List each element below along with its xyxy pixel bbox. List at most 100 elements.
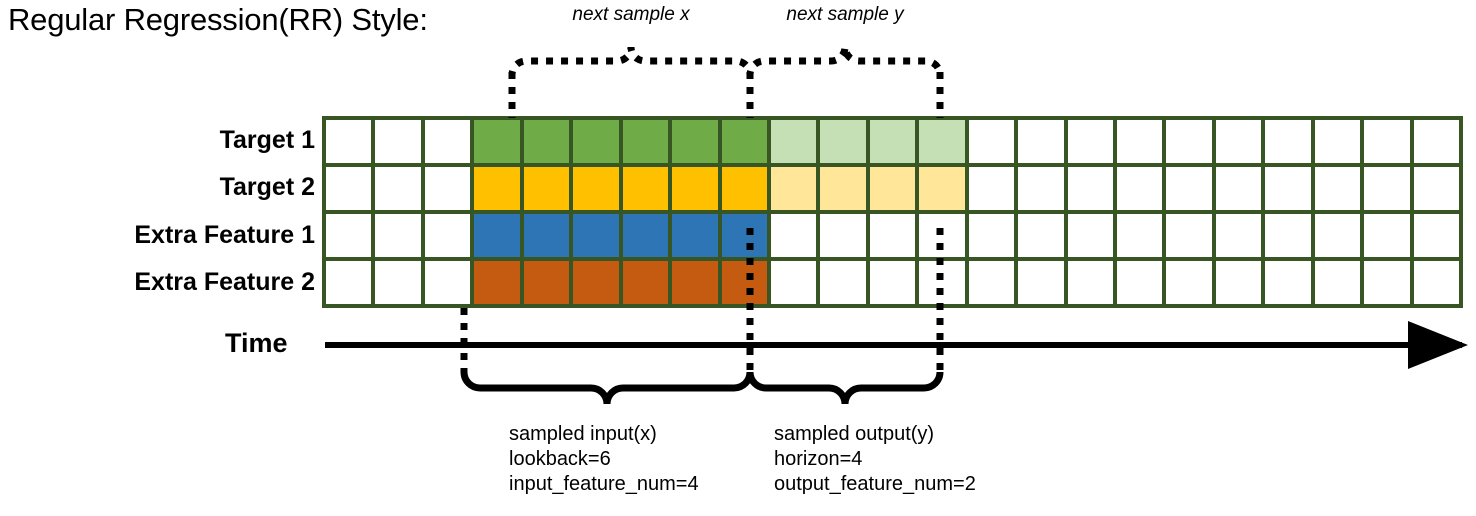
grid-row-target-2 (326, 167, 1460, 210)
grid-cell-target-2-t6-input (573, 167, 619, 210)
grid-cell-extra-feature-2-t19-blank (1215, 261, 1262, 304)
grid-cell-target-2-t9-input (721, 167, 767, 210)
grid-cell-target-2-t11-output (820, 167, 866, 210)
row-label-target-1: Target 1 (219, 126, 315, 154)
grid-cell-target-2-t3-blank (424, 167, 471, 210)
grid-cell-extra-feature-1-t2-blank (375, 214, 421, 257)
grid-cell-extra-feature-1-t21-blank (1314, 214, 1361, 257)
grid-cell-extra-feature-2-t20-blank (1265, 261, 1311, 304)
grid-cell-extra-feature-1-t20-blank (1265, 214, 1311, 257)
grid-cell-extra-feature-2-t1-blank (326, 261, 372, 304)
brace-top-next-sample-y (746, 46, 944, 76)
row-label-extra-feature-2: Extra Feature 2 (134, 268, 315, 296)
grid-cell-target-1-t19-blank (1215, 120, 1262, 163)
page-title: Regular Regression(RR) Style: (8, 2, 428, 37)
grid-cell-extra-feature-1-t17-blank (1117, 214, 1163, 257)
grid-cell-target-2-t1-blank (326, 167, 372, 210)
grid-cell-extra-feature-1-t14-blank (968, 214, 1015, 257)
grid-cell-target-1-t14-blank (968, 120, 1015, 163)
grid-cell-extra-feature-2-t23-blank (1413, 261, 1460, 304)
grid-cell-target-1-t15-blank (1018, 120, 1064, 163)
grid-cell-target-1-t9-input (721, 120, 767, 163)
grid-cell-target-1-t13-output (919, 120, 965, 163)
grid-cell-extra-feature-1-t13-blank (919, 214, 965, 257)
grid-cell-extra-feature-2-t15-blank (1018, 261, 1064, 304)
brace-top-next-sample-x (508, 46, 754, 76)
grid-cell-target-2-t7-input (622, 167, 669, 210)
grid-cell-extra-feature-2-t10-blank (770, 261, 817, 304)
brace-bottom-sampled-output (746, 371, 944, 405)
sampled-input-lookback: lookback=6 (509, 448, 611, 470)
sampled-output-title: sampled output(y) (774, 423, 935, 445)
grid-cell-extra-feature-2-t7-input (622, 261, 669, 304)
grid-row-extra-feature-2 (326, 261, 1460, 304)
grid-cell-extra-feature-2-t14-blank (968, 261, 1015, 304)
grid-cell-extra-feature-1-t5-input (523, 214, 570, 257)
grid-cell-target-2-t21-blank (1314, 167, 1361, 210)
grid-cell-extra-feature-1-t7-input (622, 214, 669, 257)
grid-cell-extra-feature-2-t11-blank (820, 261, 866, 304)
grid-cell-target-2-t8-input (672, 167, 718, 210)
grid-cell-target-2-t5-input (523, 167, 570, 210)
annotation-next-sample-x: next sample x (572, 4, 690, 25)
grid-cell-extra-feature-1-t16-blank (1067, 214, 1113, 257)
sampled-output-horizon: horizon=4 (774, 448, 863, 470)
sampled-output-feature-num: output_feature_num=2 (774, 473, 976, 495)
grid-cell-target-2-t19-blank (1215, 167, 1262, 210)
annotation-next-sample-y: next sample y (786, 4, 904, 25)
grid-cell-target-1-t16-blank (1067, 120, 1113, 163)
grid-cell-extra-feature-1-t22-blank (1364, 214, 1410, 257)
grid-cell-target-2-t17-blank (1117, 167, 1163, 210)
grid-cell-target-1-t6-input (573, 120, 619, 163)
grid-cell-target-1-t17-blank (1117, 120, 1163, 163)
grid-cell-extra-feature-2-t21-blank (1314, 261, 1361, 304)
annotation-sampled-input: sampled input(x) lookback=6 input_featur… (509, 422, 699, 497)
grid-cell-extra-feature-1-t6-input (573, 214, 619, 257)
grid-cell-target-1-t7-input (622, 120, 669, 163)
grid-cell-extra-feature-1-t8-input (672, 214, 718, 257)
grid-cell-extra-feature-1-t19-blank (1215, 214, 1262, 257)
grid-cell-extra-feature-2-t3-blank (424, 261, 471, 304)
grid-cell-extra-feature-2-t16-blank (1067, 261, 1113, 304)
grid-cell-target-1-t4-input (474, 120, 520, 163)
grid-cell-extra-feature-1-t4-input (474, 214, 520, 257)
dotted-guides-top (508, 72, 944, 118)
grid-cell-extra-feature-1-t23-blank (1413, 214, 1460, 257)
grid-cell-extra-feature-2-t5-input (523, 261, 570, 304)
grid-cell-extra-feature-2-t13-blank (919, 261, 965, 304)
grid-row-extra-feature-1 (326, 214, 1460, 257)
sampled-input-feature-num: input_feature_num=4 (509, 473, 699, 495)
grid-cell-target-2-t10-output (770, 167, 817, 210)
grid-cell-extra-feature-2-t4-input (474, 261, 520, 304)
grid-cell-extra-feature-2-t2-blank (375, 261, 421, 304)
grid-cell-extra-feature-2-t18-blank (1166, 261, 1212, 304)
grid-cell-extra-feature-2-t9-input (721, 261, 767, 304)
grid-cell-target-2-t20-blank (1265, 167, 1311, 210)
grid-cell-target-2-t22-blank (1364, 167, 1410, 210)
grid-cell-target-1-t10-output (770, 120, 817, 163)
grid-cell-target-1-t8-input (672, 120, 718, 163)
grid-cell-target-2-t14-blank (968, 167, 1015, 210)
timeseries-grid (322, 116, 1463, 308)
grid-cell-extra-feature-1-t3-blank (424, 214, 471, 257)
grid-cell-extra-feature-2-t12-blank (869, 261, 916, 304)
grid-cell-target-2-t12-output (869, 167, 916, 210)
grid-cell-target-2-t23-blank (1413, 167, 1460, 210)
grid-cell-target-2-t16-blank (1067, 167, 1113, 210)
grid-cell-extra-feature-1-t15-blank (1018, 214, 1064, 257)
grid-cell-extra-feature-1-t12-blank (869, 214, 916, 257)
sampled-input-title: sampled input(x) (509, 423, 657, 445)
grid-cell-extra-feature-1-t10-blank (770, 214, 817, 257)
annotation-sampled-output: sampled output(y) horizon=4 output_featu… (774, 422, 976, 497)
grid-cell-target-2-t4-input (474, 167, 520, 210)
grid-cell-target-1-t12-output (869, 120, 916, 163)
time-axis-label: Time (225, 328, 288, 358)
grid-cell-extra-feature-2-t8-input (672, 261, 718, 304)
row-label-extra-feature-1: Extra Feature 1 (134, 221, 315, 249)
grid-cell-target-2-t2-blank (375, 167, 421, 210)
brace-bottom-sampled-input (460, 371, 754, 405)
grid-cell-target-1-t20-blank (1265, 120, 1311, 163)
grid-cell-extra-feature-2-t22-blank (1364, 261, 1410, 304)
grid-cell-target-1-t3-blank (424, 120, 471, 163)
